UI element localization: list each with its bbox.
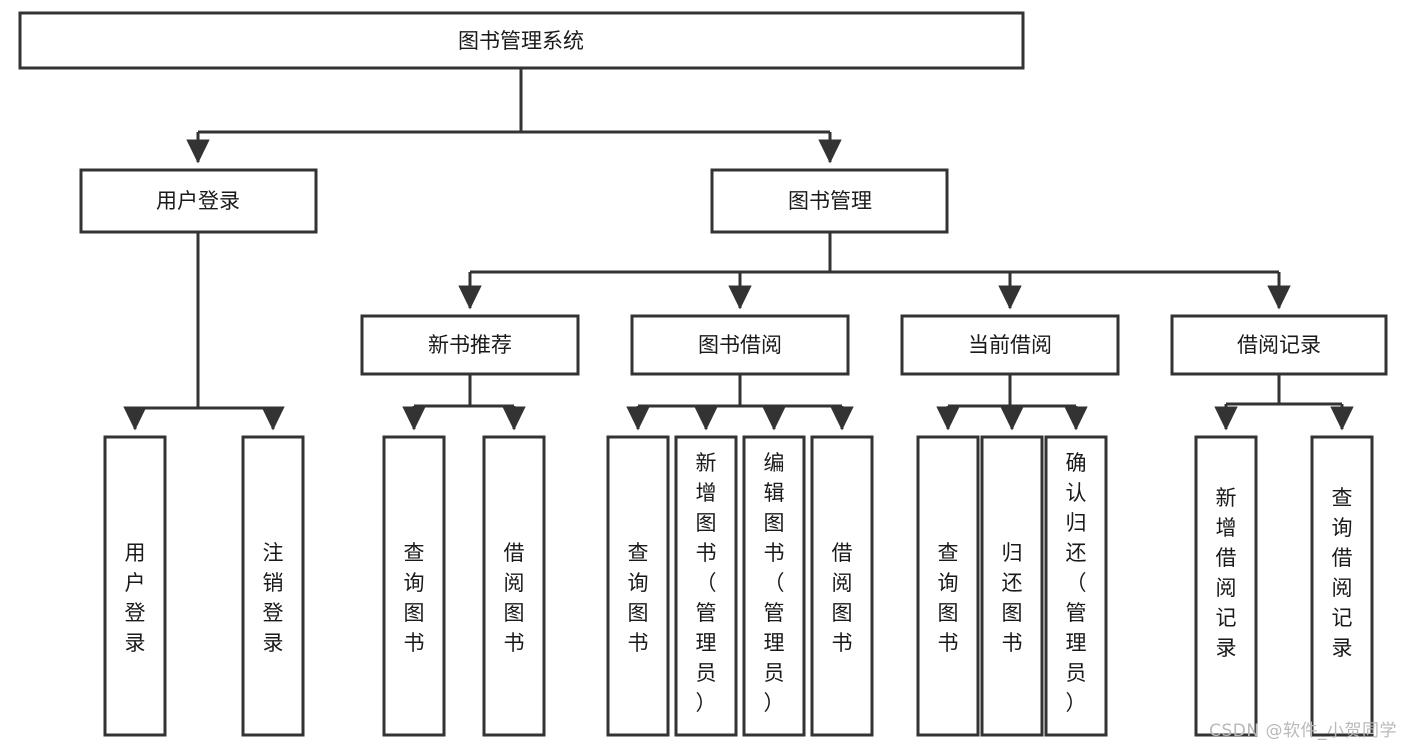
node-leaf-book-borrow-3[interactable]: 编辑图书（管理员） [742,435,806,737]
node-leaf-book-borrow-1[interactable]: 查询图书 [606,435,670,737]
node-new-book-rec[interactable]: 新书推荐 [360,314,580,376]
node-leaf-new-book-rec-1[interactable]: 查询图书 [382,435,446,737]
node-borrow-record[interactable]: 借阅记录 [1170,314,1388,376]
node-leaf-user-login-1[interactable]: 用户登录 [103,435,167,737]
node-leaf-borrow-record-2-label: 查询借阅记录 [1332,486,1353,660]
node-leaf-current-borrow-3[interactable]: 确认归还（管理员） [1044,435,1108,737]
node-leaf-user-login-2-label: 注销登录 [263,541,284,655]
node-leaf-current-borrow-2[interactable]: 归还图书 [980,435,1044,737]
node-leaf-current-borrow-3-box [1044,435,1108,737]
node-leaf-book-borrow-2-label: 新增图书（管理员） [696,451,717,715]
node-leaf-user-login-1-box [103,435,167,737]
node-leaf-new-book-rec-1-box [382,435,446,737]
node-current-borrow-box [900,314,1120,376]
node-leaf-new-book-rec-2-box [482,435,546,737]
connector-group-root [186,68,842,164]
node-leaf-user-login-2[interactable]: 注销登录 [241,435,305,737]
node-book-borrow-box [630,314,850,376]
node-leaf-book-borrow-3-box [742,435,806,737]
node-book-manage[interactable]: 图书管理 [710,168,949,234]
node-leaf-current-borrow-1-label: 查询图书 [938,541,959,655]
node-leaf-current-borrow-1[interactable]: 查询图书 [916,435,980,737]
node-leaf-borrow-record-1-label: 新增借阅记录 [1216,486,1237,660]
node-book-borrow-label: 图书借阅 [698,333,782,357]
node-leaf-user-login-1-label: 用户登录 [125,541,146,655]
node-user-login[interactable]: 用户登录 [79,168,318,234]
node-new-book-rec-label: 新书推荐 [428,333,512,357]
node-leaf-book-borrow-3-label: 编辑图书（管理员） [764,451,785,715]
node-book-manage-label: 图书管理 [788,189,872,213]
node-leaf-current-borrow-3-label: 确认归还（管理员） [1066,451,1087,715]
node-leaf-book-borrow-4[interactable]: 借阅图书 [810,435,874,737]
node-user-login-box [79,168,318,234]
node-root[interactable]: 图书管理系统 [18,11,1025,70]
node-leaf-current-borrow-1-box [916,435,980,737]
node-leaf-user-login-2-box [241,435,305,737]
node-leaf-borrow-record-1[interactable]: 新增借阅记录 [1194,435,1258,737]
node-borrow-record-box [1170,314,1388,376]
connector-group-borrow-record [1214,374,1354,431]
connector-group-book-manage [458,232,1291,310]
node-user-login-label: 用户登录 [156,189,240,213]
connector-group-user-login [123,232,285,431]
node-current-borrow-label: 当前借阅 [968,333,1052,357]
node-leaf-book-borrow-1-label: 查询图书 [628,541,649,655]
node-leaf-book-borrow-2-box [674,435,738,737]
node-current-borrow[interactable]: 当前借阅 [900,314,1120,376]
node-leaf-book-borrow-2[interactable]: 新增图书（管理员） [674,435,738,737]
node-new-book-rec-box [360,314,580,376]
node-leaf-new-book-rec-1-label: 查询图书 [404,541,425,655]
node-leaf-book-borrow-4-label: 借阅图书 [832,541,853,655]
node-leaf-borrow-record-1-box [1194,435,1258,737]
node-root-label: 图书管理系统 [458,29,584,53]
node-leaf-book-borrow-4-box [810,435,874,737]
node-root-box [18,11,1025,70]
connector-group-new-book-rec [402,374,526,431]
node-book-manage-box [710,168,949,234]
node-leaf-book-borrow-1-box [606,435,670,737]
connector-group-book-borrow [626,374,854,431]
connector-group-current-borrow [936,374,1088,431]
node-leaf-borrow-record-2-box [1310,435,1374,737]
node-leaf-new-book-rec-2-label: 借阅图书 [504,541,525,655]
node-leaf-current-borrow-2-box [980,435,1044,737]
node-leaf-new-book-rec-2[interactable]: 借阅图书 [482,435,546,737]
node-borrow-record-label: 借阅记录 [1237,333,1321,357]
node-leaf-borrow-record-2[interactable]: 查询借阅记录 [1310,435,1374,737]
node-book-borrow[interactable]: 图书借阅 [630,314,850,376]
node-leaf-current-borrow-2-label: 归还图书 [1002,541,1023,655]
